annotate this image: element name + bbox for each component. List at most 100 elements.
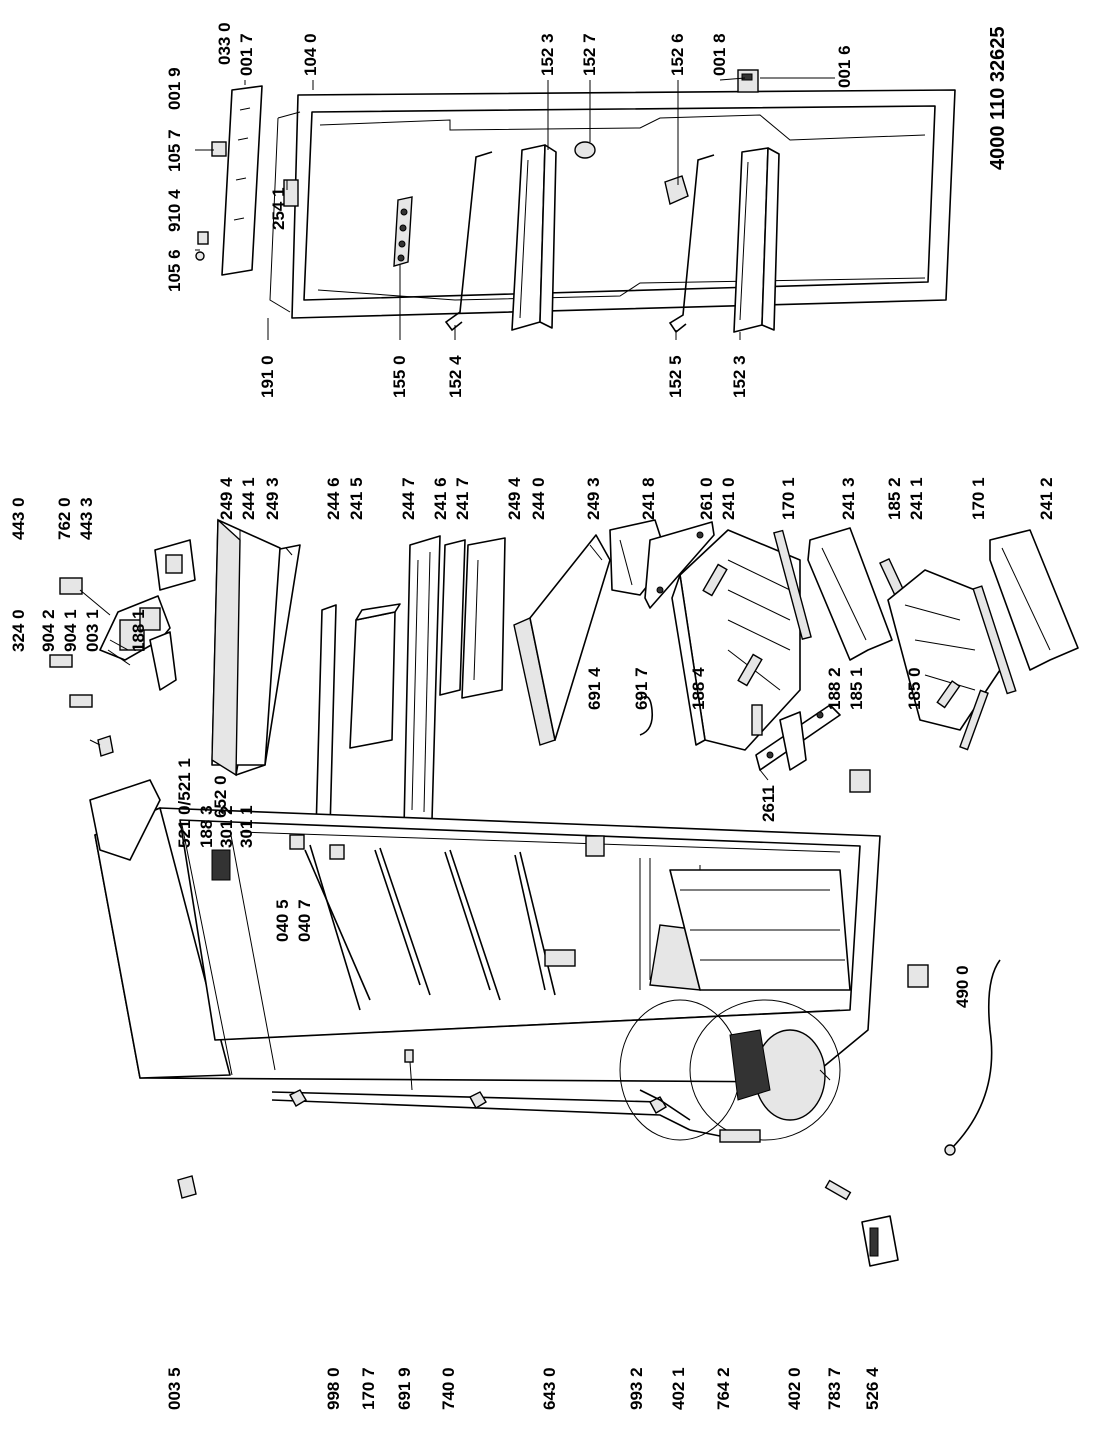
label-105-7: 105 7 (165, 129, 184, 172)
door-clip-1526 (664, 175, 689, 205)
label-241-8: 241 8 (639, 477, 658, 520)
drawer-strip-1701b (972, 585, 1017, 695)
label-910-4: 910 4 (165, 189, 184, 232)
label-691-7: 691 7 (632, 667, 651, 710)
label-188-4: 188 4 (689, 667, 708, 710)
label-241-2: 241 2 (1037, 477, 1056, 520)
label-244-7: 244 7 (399, 477, 418, 520)
label-249-3b: 249 3 (584, 477, 603, 520)
label-301-1: 301 1 (237, 805, 256, 848)
label-490-0: 490 0 (953, 965, 972, 1008)
label-152-7: 152 7 (580, 33, 599, 76)
label-691-4: 691 4 (585, 667, 604, 710)
shelf-frame-2447 (403, 535, 441, 829)
label-241-7: 241 7 (453, 477, 472, 520)
wiring-9932 (639, 1089, 691, 1121)
document-code: 4000 110 32625 (987, 26, 1009, 171)
light-6520 (211, 849, 231, 881)
label-643-0: 643 0 (540, 1367, 559, 1410)
sensor-6919 (404, 1049, 414, 1063)
cover-7620 (59, 577, 83, 595)
vent-6430 (544, 949, 576, 967)
hinge-pin-9041 (69, 694, 93, 708)
label-152-3b: 152 3 (730, 355, 749, 398)
tool-7837 (824, 1179, 852, 1201)
leader-lines (79, 77, 835, 1081)
label-185-1: 185 1 (847, 667, 866, 710)
door-hinge-bottom (737, 69, 759, 93)
label-261-0: 261 0 (697, 477, 716, 520)
label-152-6: 152 6 (668, 33, 687, 76)
hinge-pin-9042 (49, 654, 73, 668)
label-762-0: 762 0 (55, 497, 74, 540)
label-001-6: 001 6 (835, 45, 854, 88)
label-241-3: 241 3 (839, 477, 858, 520)
label-040-5: 040 5 (273, 899, 292, 942)
label-001-7: 001 7 (237, 33, 256, 76)
cabinet-body (94, 807, 881, 1143)
label-104-0: 104 0 (301, 33, 320, 76)
label-324-0: 324 0 (9, 609, 28, 652)
label-188-1: 188 1 (129, 609, 148, 652)
door-bin-upper (511, 144, 557, 331)
label-241-0: 241 0 (719, 477, 738, 520)
label-170-7: 170 7 (359, 1367, 378, 1410)
label-241-6: 241 6 (431, 477, 450, 520)
label-402-0: 402 0 (785, 1367, 804, 1410)
label-998-0: 998 0 (324, 1367, 343, 1410)
label-521: 521 0/521 1 (175, 758, 194, 848)
label-249-4a: 249 4 (217, 477, 236, 520)
label-993-2: 993 2 (627, 1367, 646, 1410)
label-244-6: 244 6 (324, 477, 343, 520)
door-rail-1524 (444, 151, 493, 332)
crisper-bowl-2415 (349, 603, 401, 749)
egg-tray (393, 196, 413, 267)
label-443-0: 443 0 (9, 497, 28, 540)
relay-box-5264 (861, 1215, 899, 1267)
label-001-9: 001 9 (165, 67, 184, 110)
glass-shelf-lower (513, 534, 611, 746)
bottom-hinge-1882 (779, 711, 807, 771)
half-glass-shelf (315, 604, 337, 833)
label-443-3: 443 3 (77, 497, 96, 540)
label-249-3a: 249 3 (263, 477, 282, 520)
drawer-front-2412 (989, 529, 1079, 671)
hook-6917 (639, 695, 654, 736)
label-185-2: 185 2 (885, 477, 904, 520)
power-cord-4900 (949, 959, 1001, 1151)
compressor-4020 (729, 1029, 826, 1121)
label-526-4: 526 4 (863, 1367, 882, 1410)
crisper-drawer-2410 (671, 529, 801, 751)
hinge-cover-3240 (97, 735, 114, 757)
label-244-1: 244 1 (239, 477, 258, 520)
label-244-0: 244 0 (529, 477, 548, 520)
top-hinge-1881 (149, 631, 177, 691)
label-040-7: 040 7 (295, 899, 314, 942)
label-003-1: 003 1 (83, 609, 102, 652)
thermostat-4433 (154, 539, 196, 591)
thermistor-7642 (719, 1129, 761, 1143)
label-170-1a: 170 1 (779, 477, 798, 520)
label-191-0: 191 0 (258, 355, 277, 398)
label-170-1b: 170 1 (969, 477, 988, 520)
drawer-strip-1701a (773, 529, 812, 641)
bracket-0031 (89, 779, 161, 861)
hinge-spacer-1884 (751, 704, 763, 736)
label-402-1: 402 1 (669, 1367, 688, 1410)
label-904-2: 904 2 (39, 609, 58, 652)
label-254-1: 254 1 (269, 187, 288, 230)
door-rail-1525 (668, 154, 715, 334)
label-904-1: 904 1 (61, 609, 80, 652)
door-bin-lower (733, 147, 780, 333)
drawer-rail-2610 (644, 521, 715, 609)
light-cover-6914 (585, 835, 605, 857)
hinge-cover-1851 (849, 769, 871, 793)
label-152-5: 152 5 (666, 355, 685, 398)
label-249-4b: 249 4 (505, 477, 524, 520)
cover-0035 (177, 1175, 197, 1199)
label-185-0: 185 0 (905, 667, 924, 710)
label-105-6: 105 6 (165, 249, 184, 292)
label-001-8: 001 8 (710, 33, 729, 76)
top-hinge-bracket (195, 85, 299, 276)
